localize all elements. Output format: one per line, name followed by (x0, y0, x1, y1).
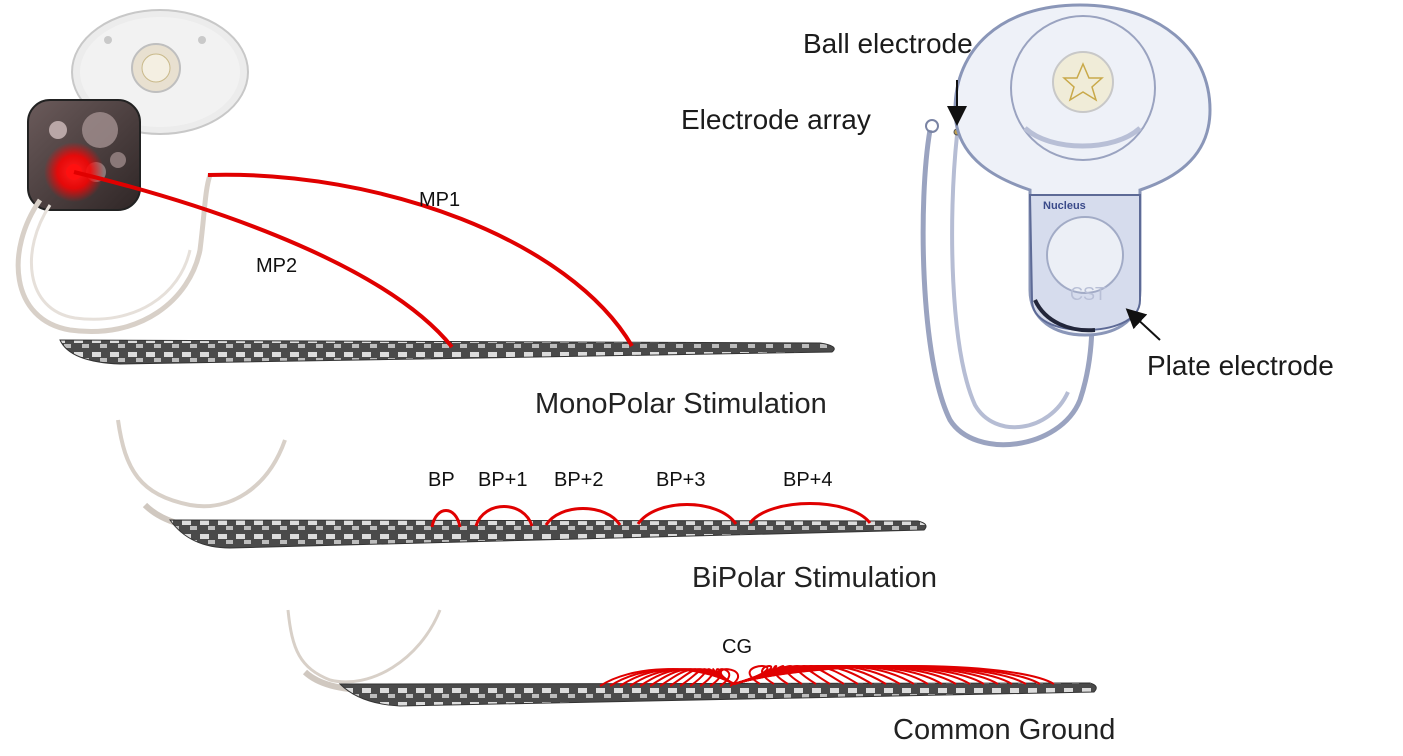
plate-text: CST (1070, 284, 1106, 304)
common-ground-title: Common Ground (893, 714, 1116, 746)
common-ground-paths (599, 665, 1055, 687)
bp-path (430, 509, 462, 528)
bipolar-title: BiPolar Stimulation (692, 562, 937, 594)
mp1-label: MP1 (419, 189, 461, 211)
arrow-icon (1125, 308, 1161, 341)
monopolar-paths (73, 170, 634, 349)
mp2-path (73, 170, 454, 349)
implant-receiver-icon (15, 9, 249, 334)
bp3-label: BP+3 (656, 469, 706, 491)
nucleus-implant-icon: Nucleus CST (920, 3, 1212, 448)
mp1-path (207, 172, 634, 348)
bp4-path (748, 502, 872, 524)
ball-electrode-label: Ball electrode (803, 28, 973, 59)
common-ground-array-icon (286, 609, 1097, 707)
bp2-label: BP+2 (554, 469, 604, 491)
cg-path (719, 668, 739, 687)
plate-electrode-label: Plate electrode (1147, 350, 1334, 381)
cg-path (733, 665, 1055, 685)
mp2-label: MP2 (256, 255, 298, 277)
bp-label: BP (428, 469, 455, 491)
brand-label: Nucleus (1043, 200, 1086, 212)
cg-label: CG (722, 636, 752, 658)
bp3-path (636, 503, 738, 525)
bipolar-paths (430, 502, 872, 528)
electrode-array-icon (59, 339, 835, 365)
bp4-label: BP+4 (783, 469, 833, 491)
monopolar-title: MonoPolar Stimulation (535, 388, 827, 420)
bp1-label: BP+1 (478, 469, 528, 491)
bipolar-array-icon (116, 419, 927, 549)
bp1-path (474, 505, 534, 527)
bp2-path (544, 507, 622, 526)
electrode-array-label: Electrode array (681, 104, 871, 135)
